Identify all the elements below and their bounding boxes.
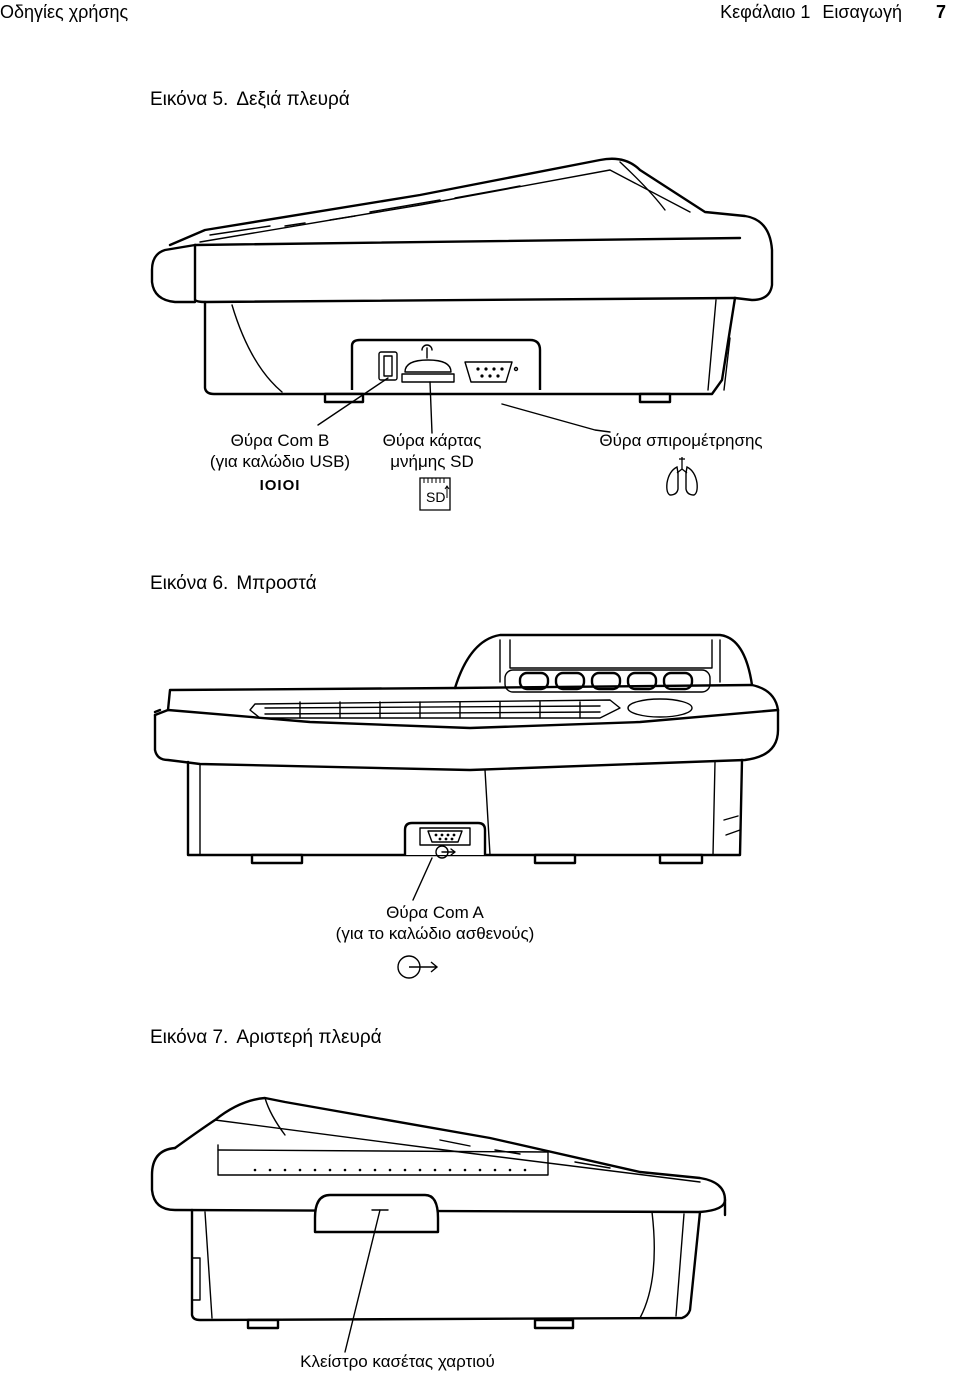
callout-com-a-port: Θύρα Com A (για το καλώδιο ασθενούς) [300,902,570,944]
callout-sd-line1: Θύρα κάρτας [382,431,482,450]
figure-5-title: Εικόνα 5. Δεξιά πλευρά [150,88,350,112]
sd-card-icon-label: SD [426,489,446,505]
callout-sd-card-port: Θύρα κάρτας μνήμης SD [372,430,492,472]
figure-7-number: Εικόνα 7. [150,1027,229,1048]
usb-icon: IOIOI [259,477,301,494]
figure-6-number: Εικόνα 6. [150,573,229,594]
figure-6-device-front [0,630,960,880]
patient-cable-icon [395,952,441,987]
running-header-chapter: Κεφάλαιο 1 Εισαγωγή 7 [720,0,946,30]
callout-com-b-port: Θύρα Com B (για καλώδιο USB) IOIOI [205,430,355,496]
section-label: Εισαγωγή [822,2,902,22]
sd-card-icon: SD [418,476,452,512]
callout-paper-cassette-latch: Κλείστρο κασέτας χαρτιού [285,1351,510,1372]
chapter-label: Κεφάλαιο 1 [720,2,811,22]
running-header-title: Οδηγίες χρήσης [0,2,129,22]
callout-spirometry-line1: Θύρα σπιρομέτρησης [599,431,763,450]
figure-7-device-left-side [0,1090,960,1360]
figure-5-device-right-side [0,150,960,440]
callout-latch-line1: Κλείστρο κασέτας χαρτιού [300,1352,495,1371]
callout-com-b-line2: (για καλώδιο USB) [209,452,351,471]
figure-5-number: Εικόνα 5. [150,89,229,110]
page-number: 7 [935,2,946,22]
callout-com-b-line1: Θύρα Com B [230,431,330,450]
figure-6-title: Εικόνα 6. Μπροστά [150,572,317,596]
callout-com-a-line1: Θύρα Com A [386,903,484,922]
figure-6-caption: Μπροστά [236,573,317,594]
callout-sd-line2: μνήμης SD [390,452,474,471]
figure-7-caption: Αριστερή πλευρά [236,1027,382,1048]
callout-spirometry-port: Θύρα σπιρομέτρησης [590,430,772,451]
callout-com-a-line2: (για το καλώδιο ασθενούς) [335,924,535,943]
figure-5-caption: Δεξιά πλευρά [236,89,350,110]
figure-7-title: Εικόνα 7. Αριστερή πλευρά [150,1026,382,1050]
lungs-icon [664,455,700,502]
